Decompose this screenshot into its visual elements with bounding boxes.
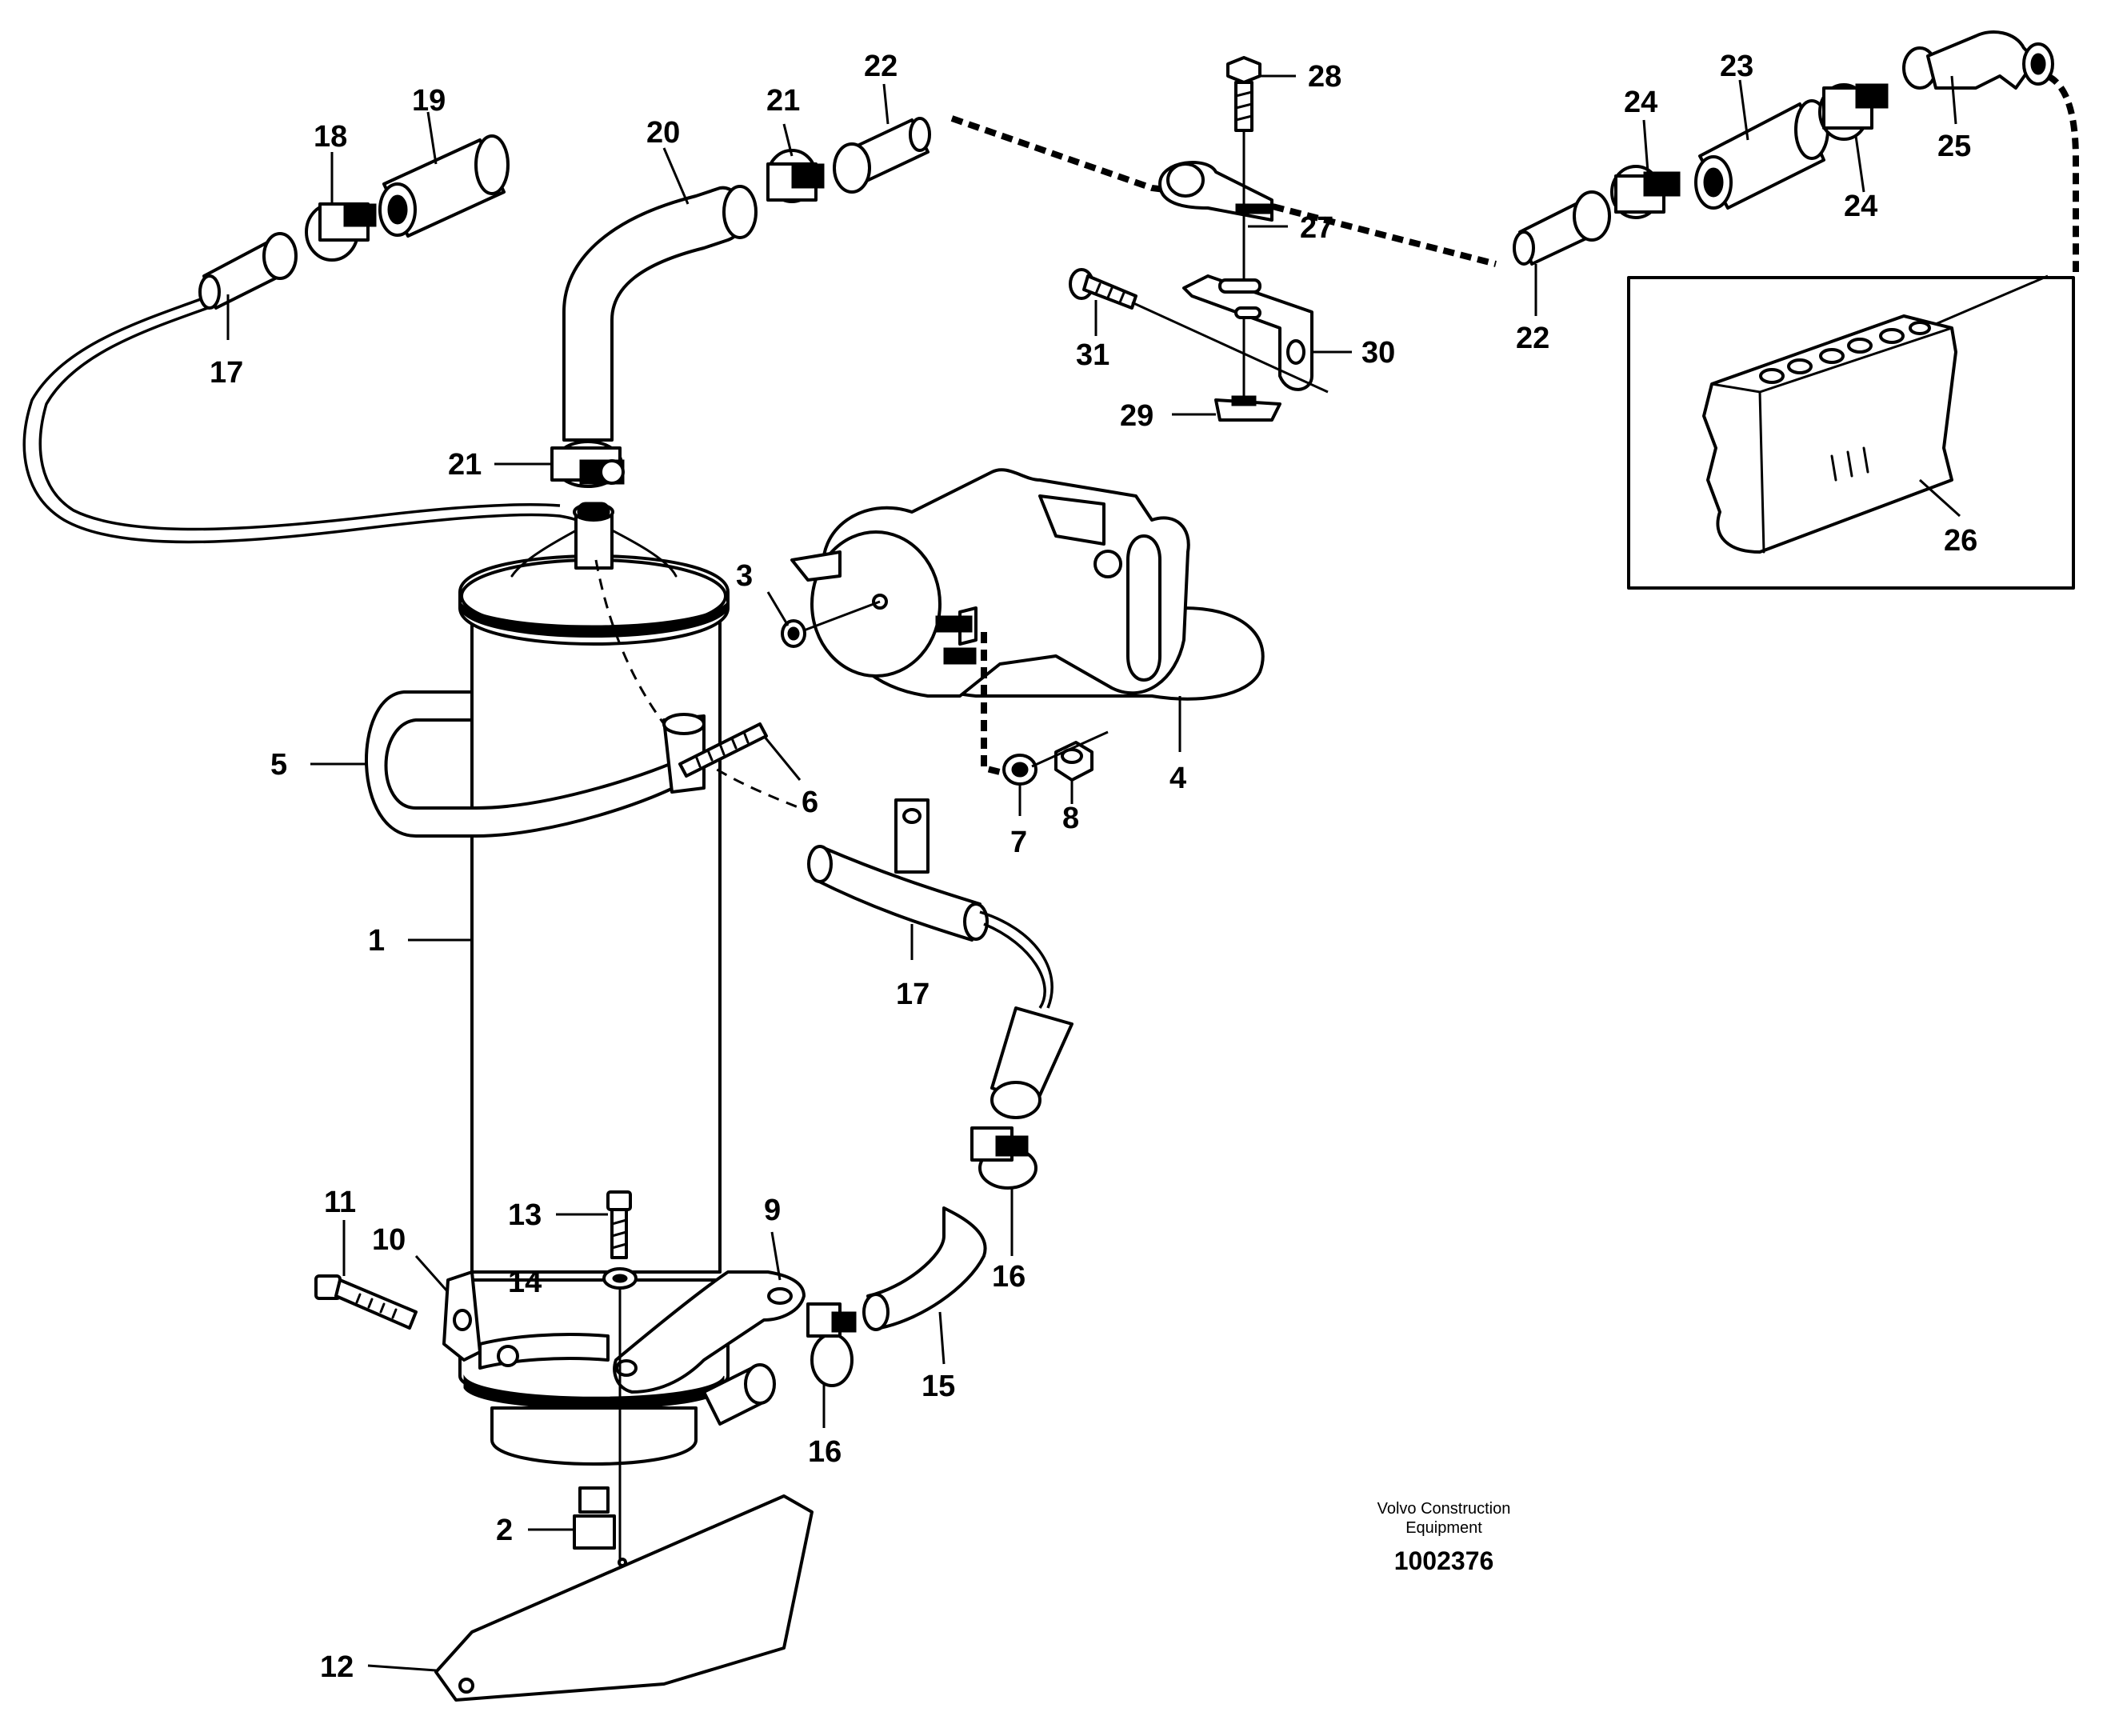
hose-clamp-21-upper — [766, 149, 825, 203]
callout-6: 6 — [802, 786, 818, 819]
hose-clamp-16-lower — [806, 1302, 857, 1387]
callout-9: 9 — [764, 1194, 781, 1227]
callout-10: 10 — [372, 1223, 406, 1257]
strap-bolt — [678, 722, 768, 778]
bolt-28 — [1226, 56, 1261, 132]
coolant-hose-15 — [866, 1206, 987, 1330]
breather-hose-20 — [562, 186, 745, 442]
bracket-30 — [1182, 274, 1313, 391]
drain-hose-outer-line — [22, 294, 598, 544]
engine-breather-route — [2045, 73, 2079, 272]
callout-14: 14 — [508, 1266, 542, 1299]
callout-21-lower: 21 — [448, 448, 482, 482]
callout-24-right: 24 — [1844, 190, 1877, 223]
leader-lines — [226, 74, 1961, 1672]
connector-22-left — [833, 117, 931, 194]
callout-17-lower: 17 — [896, 978, 930, 1011]
callout-28: 28 — [1308, 60, 1341, 94]
bolt-31 — [1069, 268, 1137, 310]
callout-21-upper: 21 — [766, 84, 800, 118]
footer: Volvo Construction Equipment 1002376 — [1377, 1500, 1511, 1575]
callout-12: 12 — [320, 1650, 354, 1684]
callout-19: 19 — [412, 84, 446, 118]
callout-29: 29 — [1120, 399, 1153, 433]
callout-27: 27 — [1300, 211, 1333, 245]
bolt-13 — [606, 1190, 632, 1259]
callout-3: 3 — [736, 559, 753, 593]
callout-7: 7 — [1010, 826, 1027, 859]
drain-hose-17-lower — [814, 846, 982, 942]
connector-22-right — [1513, 190, 1611, 266]
callout-18: 18 — [314, 120, 347, 154]
callout-1: 1 — [368, 924, 385, 958]
hose-clamp-21-lower — [550, 440, 625, 488]
callout-11: 11 — [324, 1186, 356, 1219]
washer-3 — [781, 619, 806, 648]
callout-4: 4 — [1169, 762, 1186, 795]
hose-23 — [1694, 99, 1829, 210]
filter-housing — [790, 468, 1265, 701]
callout-23: 23 — [1720, 50, 1753, 83]
shield-plate-12 — [434, 1494, 814, 1702]
pipe-clamp-27 — [1158, 161, 1273, 222]
hose-19 — [378, 134, 510, 238]
callout-22-right: 22 — [1516, 322, 1549, 355]
callout-16-lower: 16 — [808, 1435, 842, 1469]
drain-hose-inner-line — [38, 304, 561, 531]
elbow-fitting-25 — [1902, 30, 2054, 90]
footer-company-line2: Equipment — [1405, 1519, 1482, 1537]
mounting-bracket-9 — [613, 1270, 806, 1394]
engine-block-26 — [1702, 314, 1957, 554]
callout-20: 20 — [646, 116, 680, 150]
callout-labels: 1 2 3 4 5 6 7 8 9 10 11 12 13 14 15 16 1… — [210, 50, 1977, 1684]
connector-17-top — [198, 232, 298, 310]
callout-31: 31 — [1076, 338, 1109, 372]
callout-15: 15 — [922, 1370, 955, 1403]
engine-block-inset-frame — [1627, 276, 2075, 590]
footer-reference-number: 1002376 — [1394, 1546, 1494, 1575]
bolt-11 — [314, 1274, 418, 1330]
callout-13: 13 — [508, 1198, 542, 1232]
callout-8: 8 — [1062, 802, 1079, 835]
drain-plug-2 — [573, 1486, 616, 1550]
hose-clamp-24-left — [1610, 165, 1681, 219]
footer-company-line1: Volvo Construction — [1377, 1500, 1511, 1518]
callout-26: 26 — [1944, 524, 1977, 558]
callout-25: 25 — [1937, 130, 1971, 163]
callout-2: 2 — [496, 1514, 513, 1547]
callout-24-left: 24 — [1624, 86, 1657, 119]
hose-clamp-16-upper — [970, 1126, 1038, 1190]
callout-22-left: 22 — [864, 50, 898, 83]
hose-clamp-24-right — [1818, 83, 1889, 141]
hose-clamp-18 — [305, 202, 377, 262]
callout-17-top: 17 — [210, 356, 243, 390]
breather-route-dashed — [950, 115, 1497, 267]
housing-drain-route — [981, 632, 1001, 775]
callout-30: 30 — [1361, 336, 1395, 370]
washer-7 — [1002, 754, 1038, 786]
clip-nut-29 — [1214, 395, 1281, 422]
callout-5: 5 — [270, 748, 287, 782]
washer-14 — [602, 1267, 638, 1290]
callout-16-upper: 16 — [992, 1260, 1026, 1294]
